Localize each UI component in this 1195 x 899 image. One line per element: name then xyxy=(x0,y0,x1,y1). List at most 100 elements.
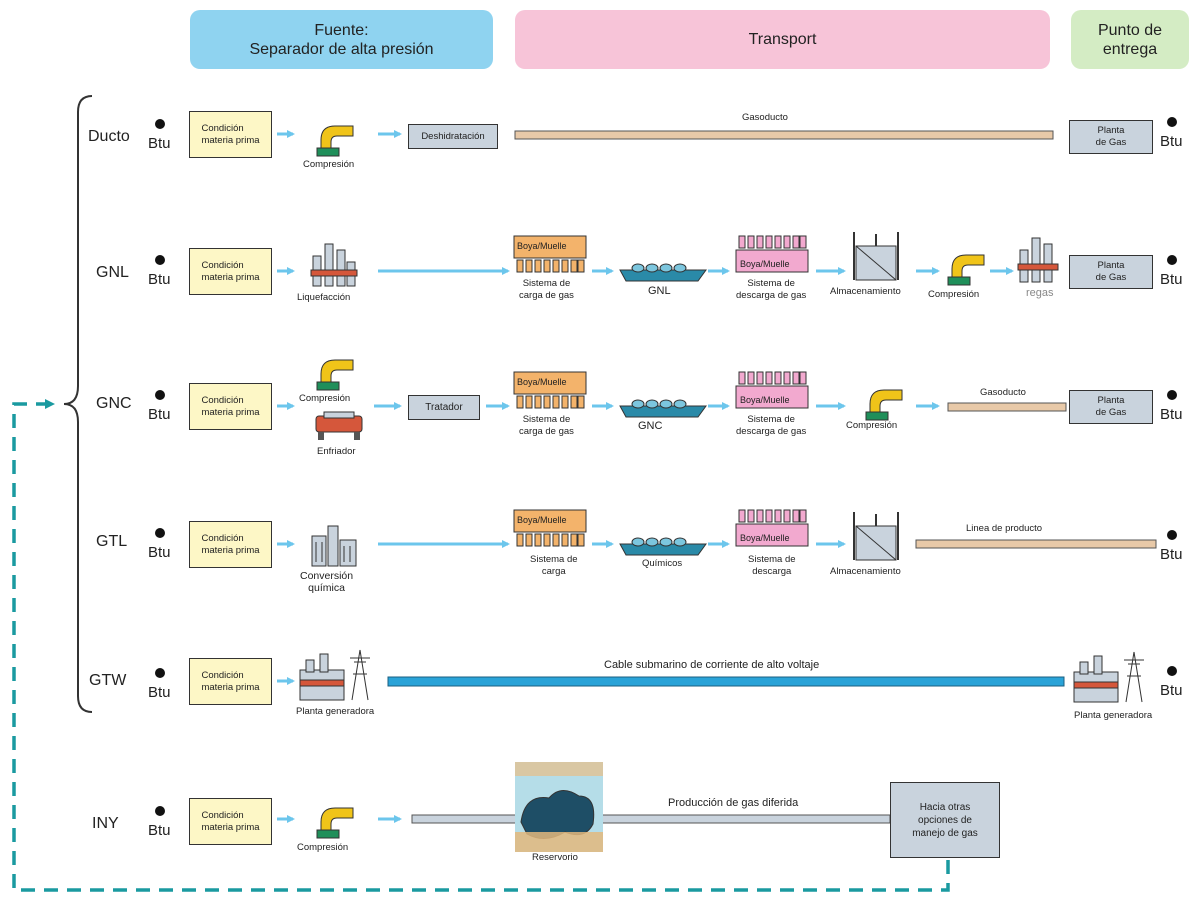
btu-label: Btu xyxy=(148,684,171,701)
btu-label: Btu xyxy=(148,271,171,288)
product-line-gtl xyxy=(915,539,1157,549)
buoy-label: Boya/Muelle xyxy=(740,395,790,405)
buoy-loading-icon xyxy=(513,371,587,409)
hv-cable xyxy=(387,676,1065,687)
condition-label: Condición materia prima xyxy=(201,669,260,693)
btu-dot xyxy=(1167,390,1177,400)
condition-box: Condición materia prima xyxy=(189,383,272,430)
regas-caption: regas xyxy=(1026,287,1054,299)
power-plant-icon xyxy=(1073,651,1144,703)
btu-dot xyxy=(1167,117,1177,127)
btu-label: Btu xyxy=(148,544,171,561)
buoy-unloading-icon xyxy=(735,509,809,547)
storage-tank-icon xyxy=(853,232,899,281)
compression-caption: Compresión xyxy=(299,393,351,404)
generating-plant-caption: Planta generadora xyxy=(296,706,375,717)
buoy-label: Boya/Muelle xyxy=(517,515,567,525)
treater-box: Tratador xyxy=(408,395,480,420)
compressor-icon xyxy=(865,389,903,421)
btu-dot xyxy=(155,255,165,265)
cooler-caption: Enfriador xyxy=(317,446,356,457)
btu-dot xyxy=(155,390,165,400)
btu-dot xyxy=(1167,255,1177,265)
pipeline-label: Gasoducto xyxy=(742,112,788,123)
chemical-plant-icon xyxy=(311,525,357,567)
condition-label: Condición materia prima xyxy=(201,394,260,418)
liquefaction-caption: Liquefacción xyxy=(297,292,351,303)
loading-caption: Sistema de carga xyxy=(530,554,578,577)
ship-caption: GNC xyxy=(638,420,663,432)
compression-caption: Compresión xyxy=(297,842,349,853)
btu-label: Btu xyxy=(1160,406,1183,423)
grouping-brace xyxy=(63,95,93,713)
btu-dot xyxy=(1167,666,1177,676)
btu-label: Btu xyxy=(1160,546,1183,563)
row-label-gtl: GTL xyxy=(96,533,128,550)
btu-label: Btu xyxy=(1160,271,1183,288)
condition-label: Condición materia prima xyxy=(201,532,260,556)
product-line-label: Linea de producto xyxy=(966,523,1043,534)
condition-box: Condición materia prima xyxy=(189,658,272,705)
row-label-gtw: GTW xyxy=(89,672,127,689)
unloading-caption: Sistema de descarga de gas xyxy=(736,414,807,437)
ship-icon xyxy=(619,399,707,418)
recycle-loop xyxy=(12,399,950,892)
ship-caption: GNL xyxy=(648,285,671,297)
row-label-gnc: GNC xyxy=(96,395,132,412)
btu-label: Btu xyxy=(1160,682,1183,699)
gas-plant-box: Planta de Gas xyxy=(1069,390,1153,424)
unloading-caption: Sistema de descarga xyxy=(748,554,796,577)
btu-dot xyxy=(155,668,165,678)
buoy-label: Boya/Muelle xyxy=(517,241,567,251)
ship-icon xyxy=(619,263,707,282)
btu-label: Btu xyxy=(148,406,171,423)
btu-label: Btu xyxy=(1160,133,1183,150)
deferred-production-label: Producción de gas diferida xyxy=(668,797,799,809)
compressor-icon xyxy=(316,359,354,391)
condition-box: Condición materia prima xyxy=(189,798,272,845)
buoy-label: Boya/Muelle xyxy=(740,259,790,269)
cooler-icon xyxy=(315,411,363,440)
reservoir-icon xyxy=(515,762,603,852)
other-options-box: Hacia otras opciones de manejo de gas xyxy=(890,782,1000,858)
loading-caption: Sistema de carga de gas xyxy=(519,278,574,301)
storage-caption: Almacenamiento xyxy=(830,286,901,297)
buoy-loading-icon xyxy=(513,235,587,273)
compressor-icon xyxy=(316,807,354,839)
compression-caption: Compresión xyxy=(928,289,980,300)
condition-box: Condición materia prima xyxy=(189,521,272,568)
buoy-label: Boya/Muelle xyxy=(740,533,790,543)
pipeline-label: Gasoducto xyxy=(980,387,1026,398)
condition-box: Condición materia prima xyxy=(189,248,272,295)
buoy-unloading-icon xyxy=(735,235,809,273)
loading-caption: Sistema de carga de gas xyxy=(519,414,574,437)
deferred-pipe xyxy=(411,814,891,824)
header-delivery: Punto de entrega xyxy=(1071,10,1189,69)
liquefaction-plant-icon xyxy=(310,243,358,287)
pipeline-ducto xyxy=(514,130,1054,140)
btu-dot xyxy=(155,806,165,816)
row-label-ducto: Ducto xyxy=(88,128,130,145)
condition-label: Condición materia prima xyxy=(201,122,260,146)
buoy-loading-icon xyxy=(513,509,587,547)
storage-caption: Almacenamiento xyxy=(830,566,901,577)
btu-dot xyxy=(1167,530,1177,540)
storage-tank-icon xyxy=(853,512,899,561)
pipeline-gnc xyxy=(947,402,1067,412)
buoy-unloading-icon xyxy=(735,371,809,409)
unloading-caption: Sistema de descarga de gas xyxy=(736,278,807,301)
power-plant-icon xyxy=(299,649,370,701)
buoy-label: Boya/Muelle xyxy=(517,377,567,387)
gas-plant-box: Planta de Gas xyxy=(1069,255,1153,289)
row-label-iny: INY xyxy=(92,815,119,832)
condition-label: Condición materia prima xyxy=(201,809,260,833)
btu-dot xyxy=(155,528,165,538)
compression-caption: Compresión xyxy=(846,420,898,431)
regas-plant-icon xyxy=(1017,237,1059,283)
btu-label: Btu xyxy=(148,135,171,152)
generating-plant-caption: Planta generadora xyxy=(1074,710,1153,721)
compression-caption: Compresión xyxy=(303,159,355,170)
